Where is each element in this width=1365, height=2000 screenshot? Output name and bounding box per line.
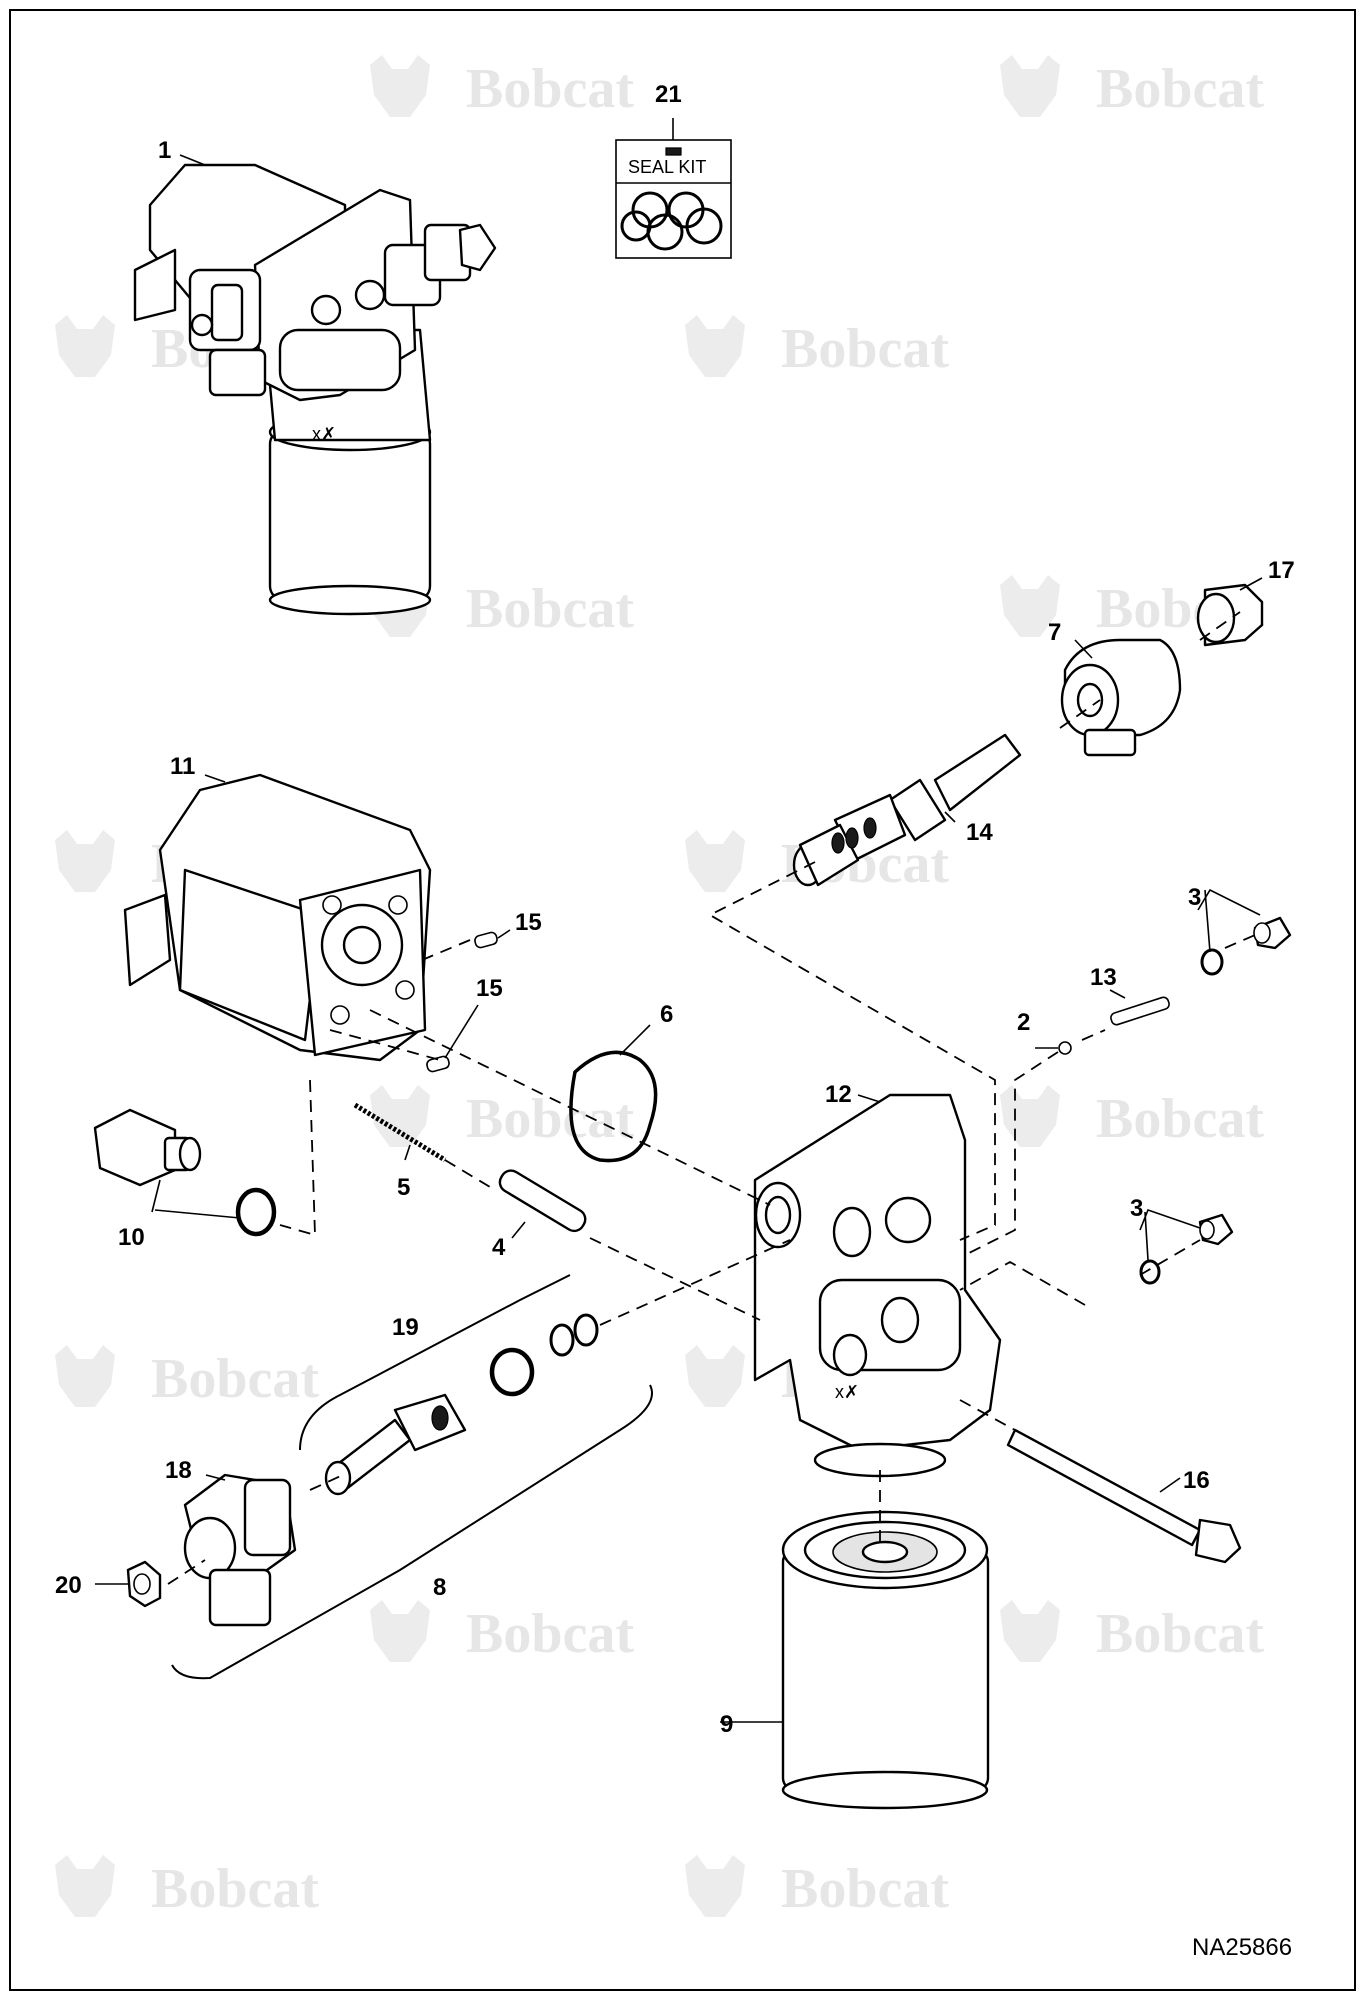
- part-3-plug-lower: [1198, 1213, 1234, 1246]
- callout-12: 12: [825, 1081, 852, 1108]
- bobcat-logo-icon: [685, 1345, 745, 1407]
- part-2-check-ball: [1058, 1041, 1072, 1055]
- part-14-cartridge-valve: [792, 733, 1022, 887]
- watermark: Bobcat: [1000, 55, 1264, 120]
- callout-16: 16: [1183, 1467, 1210, 1494]
- watermark-text: Bobcat: [466, 578, 634, 640]
- part-3-oring-lower: [1139, 1259, 1161, 1285]
- callout-1: 1: [158, 137, 171, 164]
- watermark: Bobcat: [370, 1600, 634, 1665]
- part-10-oring: [235, 1187, 277, 1237]
- callout-8: 8: [433, 1574, 446, 1601]
- part-17-coil-nut: [1196, 583, 1264, 647]
- callout-13: 13: [1090, 964, 1117, 991]
- bobcat-logo-icon: [685, 1855, 745, 1917]
- part-19-oring-small-b: [573, 1313, 599, 1347]
- part-4-spool: [498, 1169, 587, 1233]
- callout-7: 7: [1048, 619, 1061, 646]
- callout-15-lower: 15: [476, 975, 503, 1002]
- callout-14: 14: [966, 819, 993, 846]
- watermark-text: Bobcat: [1096, 1088, 1264, 1150]
- bobcat-logo-icon: [370, 1600, 430, 1662]
- watermark-text: Bobcat: [781, 1858, 949, 1920]
- part-19-oring-large: [489, 1347, 535, 1397]
- part-9-filter-element: [781, 1510, 990, 1810]
- xx-mark-icon: x✗: [835, 1382, 859, 1402]
- watermark: Bobcat: [685, 1855, 949, 1920]
- callout-19: 19: [392, 1314, 419, 1341]
- watermark: Bobcat: [370, 55, 634, 120]
- drawing-border: [9, 9, 1356, 1991]
- callout-11: 11: [170, 753, 195, 780]
- watermark-text: Bobcat: [1096, 1603, 1264, 1665]
- part-21-seal-kit: SEAL KIT: [615, 139, 732, 259]
- watermark: Bobcat: [55, 1345, 319, 1410]
- bobcat-logo-icon: [55, 1345, 115, 1407]
- watermark-text: Bobcat: [781, 318, 949, 380]
- bobcat-logo-icon: [1000, 1600, 1060, 1662]
- callout-4: 4: [492, 1234, 506, 1261]
- callout-15-upper: 15: [515, 909, 542, 936]
- watermark: Bobcat: [55, 1855, 319, 1920]
- part-11-valve-body: [123, 773, 432, 1062]
- watermark: Bobcat: [1000, 1085, 1264, 1150]
- callout-20: 20: [55, 1572, 82, 1599]
- bobcat-logo-icon: [370, 1085, 430, 1147]
- bobcat-logo-icon: [1000, 1085, 1060, 1147]
- part-15-dowel-pin-upper: [474, 931, 498, 949]
- watermark-text: Bobcat: [466, 58, 634, 120]
- bracket-19: [299, 1274, 571, 1451]
- xx-mark-icon: x✗: [312, 424, 336, 444]
- callout-2: 2: [1017, 1009, 1030, 1036]
- bobcat-logo-icon: [1000, 575, 1060, 637]
- watermark-text: Bobcat: [466, 1603, 634, 1665]
- watermark: Bobcat: [685, 315, 949, 380]
- callout-3-upper: 3: [1188, 884, 1201, 911]
- seal-kit-label: SEAL KIT: [628, 157, 706, 177]
- callout-17: 17: [1268, 557, 1295, 584]
- part-1-filter-assembly: x✗: [133, 163, 497, 616]
- callout-18: 18: [165, 1457, 192, 1484]
- callout-9: 9: [720, 1711, 733, 1738]
- callout-10: 10: [118, 1224, 145, 1251]
- bracket-8-curve: [171, 1384, 653, 1680]
- bobcat-logo-icon: [685, 830, 745, 892]
- part-8-solenoid-cartridge: [324, 1393, 467, 1496]
- part-19-oring-small-a: [549, 1323, 575, 1357]
- callouts: 1 21 17 7 14 11 15 15 6 2 13 3 3 12 5 4 …: [55, 81, 1295, 1738]
- assembly-lines: [167, 611, 1256, 1585]
- part-7-solenoid-coil: [1060, 638, 1182, 757]
- part-10-fitting: [93, 1108, 202, 1187]
- callout-3-lower: 3: [1130, 1195, 1143, 1222]
- bobcat-logo-icon: [55, 315, 115, 377]
- watermark: Bobcat: [1000, 1600, 1264, 1665]
- part-18-coil-connector: [183, 1473, 297, 1627]
- callout-6: 6: [660, 1001, 673, 1028]
- bobcat-logo-icon: [55, 1855, 115, 1917]
- part-20-nut: [126, 1560, 162, 1608]
- watermark-text: Bobcat: [151, 1348, 319, 1410]
- bobcat-logo-icon: [55, 830, 115, 892]
- part-3-plug-upper: [1253, 916, 1292, 950]
- watermark-text: Bobcat: [151, 1858, 319, 1920]
- watermark-text: Bobcat: [1096, 58, 1264, 120]
- part-16-bolt: [1006, 1428, 1242, 1564]
- part-5-spring: [353, 1102, 447, 1163]
- bobcat-logo-icon: [370, 55, 430, 117]
- part-6-housing-seal: [569, 1050, 658, 1163]
- callout-5: 5: [397, 1174, 410, 1201]
- drawing-number: NA25866: [1192, 1934, 1292, 1961]
- bracket-19-top: [420, 1300, 480, 1345]
- part-3-oring-upper: [1200, 948, 1224, 976]
- part-13-pin: [1110, 996, 1170, 1026]
- callout-21: 21: [655, 81, 682, 108]
- part-12-filter-head: x✗: [753, 1093, 1002, 1478]
- hanger-hole-icon: [665, 147, 682, 156]
- bobcat-logo-icon: [685, 315, 745, 377]
- bobcat-logo-icon: [1000, 55, 1060, 117]
- leader-lines: [95, 118, 1263, 1723]
